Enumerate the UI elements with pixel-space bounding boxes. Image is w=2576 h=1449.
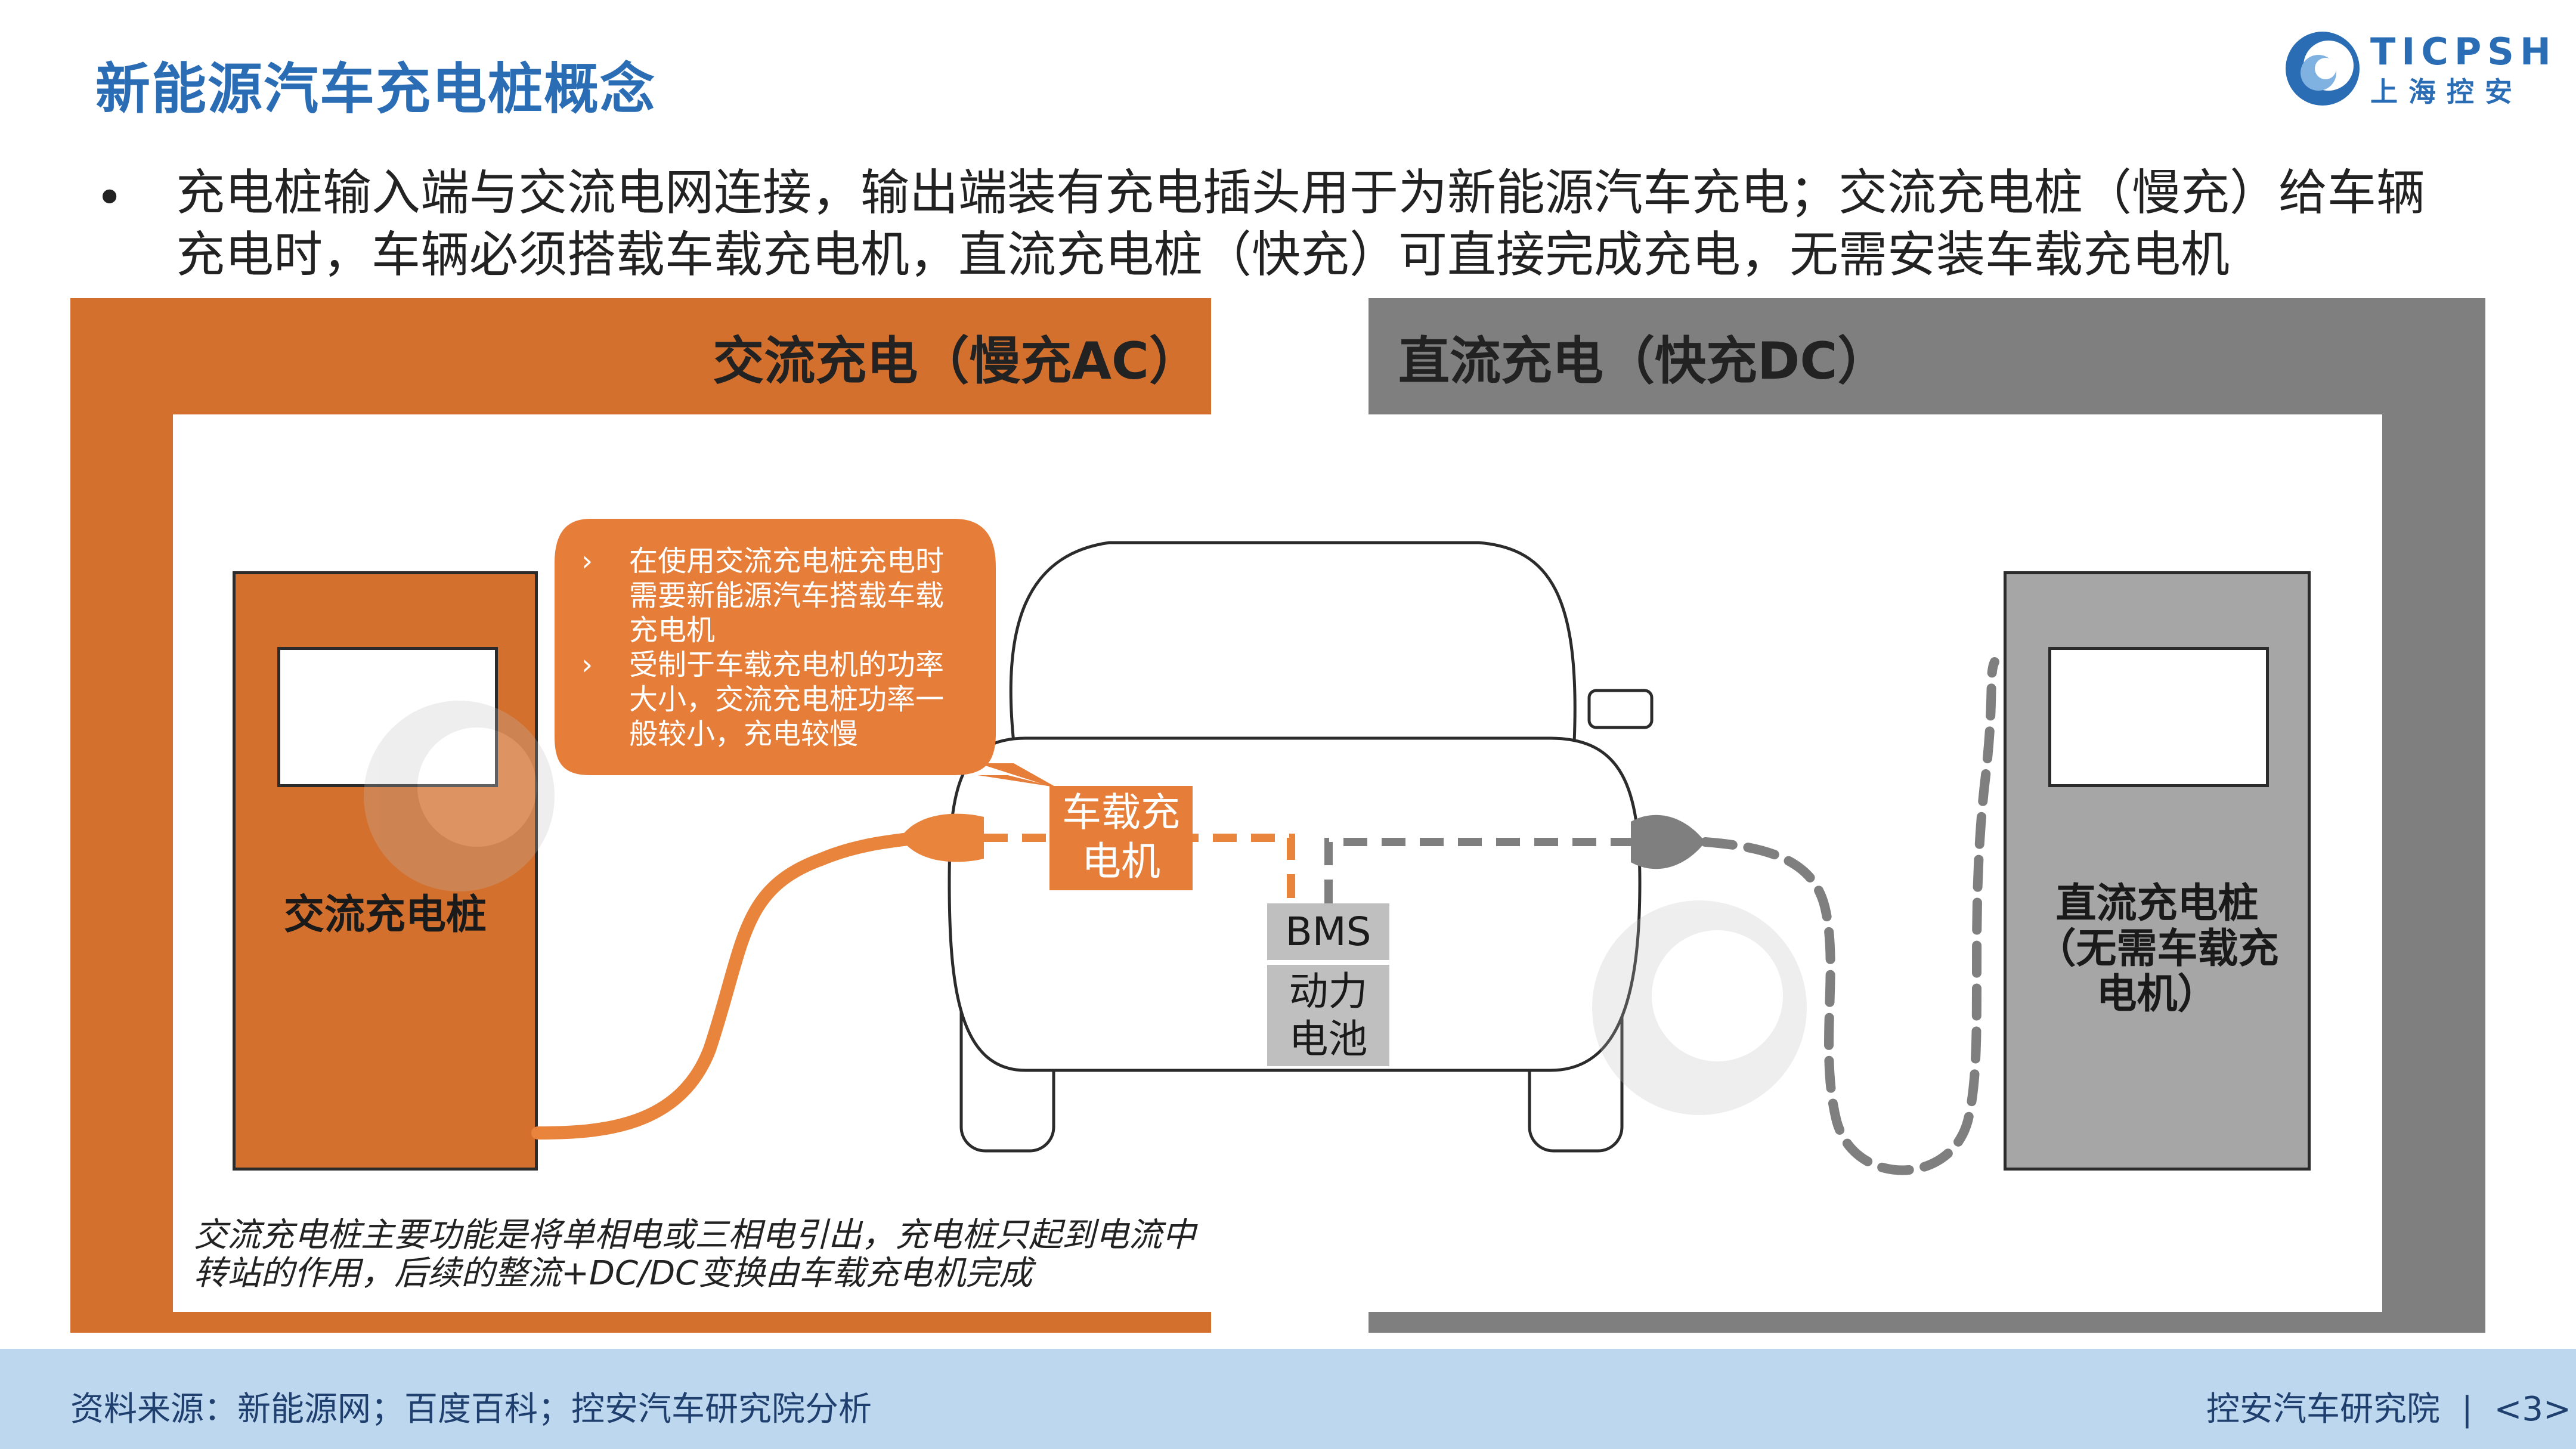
footer-source: 资料来源：新能源网；百度百科；控安汽车研究院分析 (70, 1390, 872, 1429)
watermark-right (1592, 900, 1807, 1115)
dc-station-label: 直流充电桩 （无需车载充 电机） (2004, 881, 2311, 1017)
company-logo (2286, 32, 2360, 106)
footer-org: 控安汽车研究院 (2206, 1390, 2440, 1429)
battery-box: 动力 电池 (1267, 965, 1389, 1066)
callout-bullet-icon: › (581, 544, 593, 578)
footer-right: 控安汽车研究院 | <3> (2206, 1382, 2571, 1431)
ac-panel-header: 交流充电（慢充AC） (713, 332, 1200, 391)
battery-line1: 动力 (1289, 968, 1368, 1014)
ac-station-screen (277, 647, 498, 787)
ac-note: 交流充电桩主要功能是将单相电或三相电引出，充电桩只起到电流中转站的作用，后续的整… (194, 1216, 1196, 1293)
dc-station-label-line3: 电机） (2096, 971, 2218, 1018)
footer-bar (0, 1349, 2576, 1449)
callout-item-text: 在使用交流充电桩充电时需要新能源汽车搭载车载充电机 (629, 544, 945, 647)
ac-internal-line (984, 834, 1295, 903)
dc-panel-header: 直流充电（快充DC） (1398, 332, 1889, 391)
dc-station-label-line2: （无需车载充 (2035, 925, 2279, 973)
callout-item-text: 受制于车载充电机的功率大小，交流充电桩功率一般较小，充电较慢 (629, 648, 945, 751)
battery-line2: 电池 (1289, 1016, 1368, 1062)
watermark-left (364, 701, 555, 891)
callout-bubble (555, 519, 1055, 787)
dc-internal-line (1324, 838, 1631, 903)
dc-station-label-line1: 直流充电桩 (2055, 880, 2259, 927)
onboard-charger-box: 车载充 电机 (1049, 786, 1193, 890)
bullet-marker: • (95, 170, 124, 225)
ac-plug-icon (900, 813, 984, 862)
logo-text-en: TICPSH (2370, 30, 2557, 73)
dc-station-screen (2048, 647, 2269, 787)
page-number: <3> (2494, 1390, 2571, 1429)
obc-line1: 车载充 (1062, 789, 1180, 835)
callout-item: › 受制于车载充电机的功率大小，交流充电桩功率一般较小，充电较慢 (581, 648, 963, 751)
bms-box: BMS (1267, 903, 1389, 960)
callout-item: › 在使用交流充电桩充电时需要新能源汽车搭载车载充电机 (581, 544, 963, 648)
callout-text: › 在使用交流充电桩充电时需要新能源汽车搭载车载充电机 › 受制于车载充电机的功… (581, 544, 963, 751)
callout-bullet-icon: › (581, 648, 593, 682)
dc-cable (1701, 657, 1999, 1175)
obc-line2: 电机 (1082, 838, 1160, 884)
footer-separator: | (2461, 1390, 2473, 1429)
logo-text-cn: 上海控安 (2370, 76, 2523, 108)
ac-station-label: 交流充电桩 (283, 891, 487, 939)
ac-cable (531, 831, 925, 1140)
dc-plug-icon (1631, 815, 1705, 869)
page-title: 新能源汽车充电桩概念 (95, 57, 657, 121)
intro-paragraph: 充电桩输入端与交流电网连接，输出端装有充电插头用于为新能源汽车充电；交流充电桩（… (176, 165, 2426, 283)
